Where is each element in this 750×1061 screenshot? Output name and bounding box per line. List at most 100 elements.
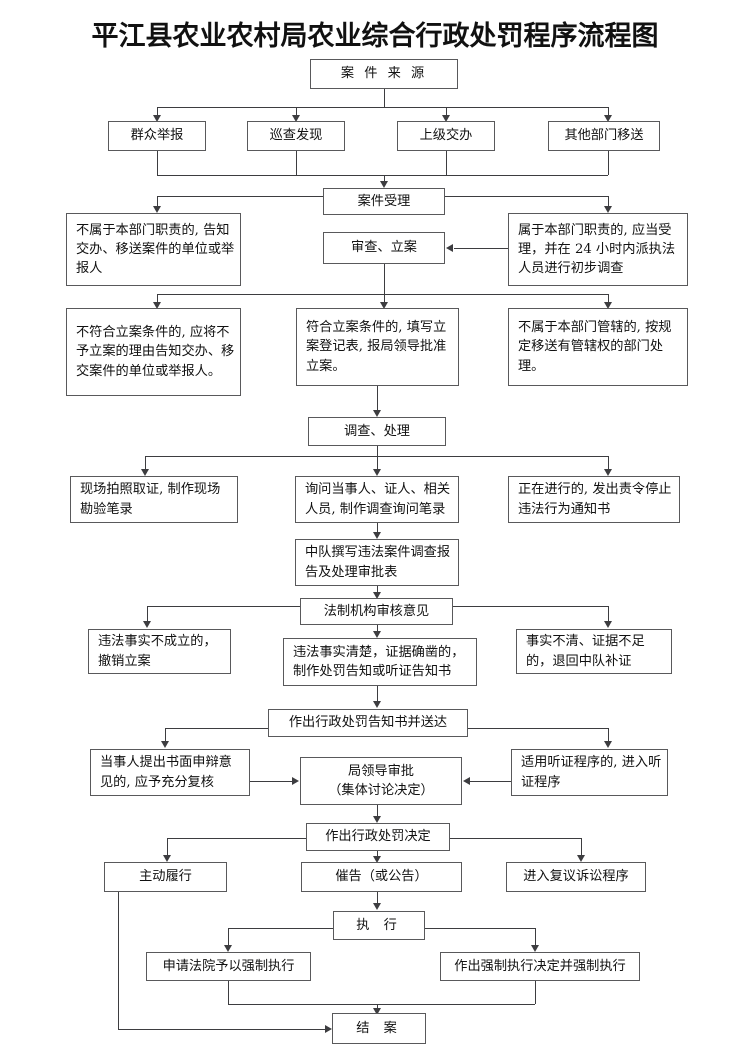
node-penalty-notice-served-label: 作出行政处罚告知书并送达 <box>288 715 448 731</box>
node-case-source: 案 件 来 源 <box>310 59 458 89</box>
connector-enforce-merge-down <box>377 1004 378 1010</box>
node-inquiry-record-label: 询问当事人、证人、相关人员, 制作调查询问笔录 <box>305 482 451 517</box>
node-violation-not-established: 违法事实不成立的，撤销立案 <box>88 629 231 674</box>
node-apply-court-enforcement: 申请法院予以强制执行 <box>146 952 311 981</box>
node-superior-assign-label: 上级交办 <box>419 128 473 144</box>
connector-legal-mid-down <box>377 625 378 633</box>
node-is-department-duty-label: 属于本部门职责的, 应当受理，并在 24 小时内派执法人员进行初步调查 <box>518 222 676 277</box>
node-not-jurisdiction: 不属于本部门管辖的, 按规定移送有管辖权的部门处理。 <box>508 308 688 386</box>
arrow-established <box>372 631 381 638</box>
node-is-department-duty: 属于本部门职责的, 应当受理，并在 24 小时内派执法人员进行初步调查 <box>508 213 688 286</box>
connector-notice-right <box>468 728 608 729</box>
node-violation-not-established-label: 违法事实不成立的，撤销立案 <box>98 634 217 669</box>
node-superior-assign: 上级交办 <box>397 121 495 151</box>
node-scene-photo-evidence: 现场拍照取证, 制作现场勘验笔录 <box>70 476 238 523</box>
node-case-source-label: 案 件 来 源 <box>340 66 428 82</box>
node-investigation-handling: 调查、处理 <box>308 417 446 446</box>
arrow-hearing <box>603 741 612 748</box>
arrow-voluntary <box>162 855 171 862</box>
node-investigation-handling-label: 调查、处理 <box>344 423 410 439</box>
connector-legal-left <box>147 606 300 607</box>
node-penalty-decision: 作出行政处罚决定 <box>306 823 450 851</box>
arrow-decision <box>372 816 381 823</box>
node-urge-or-announce-label: 催告（或公告） <box>335 869 428 885</box>
node-legal-review-opinion: 法制机构审核意见 <box>300 598 453 625</box>
connector-court-down <box>228 981 229 1004</box>
connector-execute-right <box>425 928 535 929</box>
page-title: 平江县农业农村局农业综合行政处罚程序流程图 <box>91 21 659 52</box>
arrow-photo <box>140 469 149 476</box>
node-facts-insufficient-label: 事实不清、证据不足的，退回中队补证 <box>526 634 645 669</box>
node-public-report: 群众举报 <box>108 121 206 151</box>
node-public-report-label: 群众举报 <box>130 128 184 144</box>
node-meets-filing-label: 符合立案条件的, 填写立案登记表, 报局领导批准立案。 <box>306 320 447 374</box>
node-reconsideration-litigation: 进入复议诉讼程序 <box>506 862 646 892</box>
node-review-and-file-label: 审查、立案 <box>351 240 417 256</box>
connector-legal-left-down <box>147 606 148 623</box>
node-reconsideration-litigation-label: 进入复议诉讼程序 <box>523 869 629 885</box>
connector-legal-right-down <box>608 606 609 623</box>
node-other-dept-transfer-label: 其他部门移送 <box>564 128 644 144</box>
node-patrol-discovery: 巡查发现 <box>247 121 345 151</box>
node-ongoing-stop-notice-label: 正在进行的, 发出责令停止违法行为通知书 <box>518 482 672 517</box>
node-case-closed: 结 案 <box>332 1013 426 1044</box>
connector-decision-left <box>167 838 306 839</box>
node-leader-approval-sublabel: （集体讨论决定） <box>328 783 434 798</box>
connector-drop-notjuris <box>608 294 609 303</box>
node-violation-established: 违法事实清楚，证据确凿的，制作处罚告知或听证告知书 <box>283 638 477 686</box>
connector-notice-right-down <box>608 728 609 743</box>
arrow-other <box>603 115 612 122</box>
node-ongoing-stop-notice: 正在进行的, 发出责令停止违法行为通知书 <box>508 476 680 523</box>
node-patrol-discovery-label: 巡查发现 <box>269 128 323 144</box>
connector-accept-right <box>445 196 608 197</box>
connector-execute-left-down <box>228 928 229 947</box>
connector-review-down <box>384 264 385 294</box>
node-compulsory-enforcement-label: 作出强制执行决定并强制执行 <box>454 958 626 974</box>
node-apply-court-enforcement-label: 申请法院予以强制执行 <box>162 958 295 974</box>
connector-merge-bus <box>157 175 608 176</box>
arrow-not-established <box>142 621 151 628</box>
connector-merge-down <box>384 175 385 182</box>
connector-drop-public <box>157 107 158 116</box>
connector-drop-photo <box>145 456 146 470</box>
connector-execute-left <box>228 928 333 929</box>
connector-review-bus <box>157 294 608 295</box>
arrow-voluntary-to-close <box>325 1024 332 1033</box>
node-review-and-file: 审查、立案 <box>323 232 445 264</box>
connector-accept-right-down <box>608 196 609 207</box>
arrow-team-report <box>372 532 381 539</box>
arrow-not-qualify <box>152 302 161 309</box>
node-penalty-decision-label: 作出行政处罚决定 <box>325 829 431 845</box>
node-party-written-defense-label: 当事人提出书面申辩意见的, 应予充分复核 <box>100 755 232 790</box>
node-not-department-duty-label: 不属于本部门职责的, 告知交办、移送案件的单位或举报人 <box>76 222 235 277</box>
arrow-not-duty <box>152 206 161 213</box>
node-not-jurisdiction-label: 不属于本部门管辖的, 按规定移送有管辖权的部门处理。 <box>518 320 672 374</box>
connector-invest-bus <box>145 456 608 457</box>
connector-urge-down <box>377 892 378 905</box>
node-legal-review-opinion-label: 法制机构审核意见 <box>323 603 430 619</box>
arrow-not-jurisdiction <box>603 302 612 309</box>
node-party-written-defense: 当事人提出书面申辩意见的, 应予充分复核 <box>90 749 250 796</box>
connector-defense-to-approval <box>250 781 292 782</box>
node-voluntary-performance: 主动履行 <box>104 862 227 892</box>
connector-drop-notqualify <box>157 294 158 303</box>
arrow-notice-served <box>372 701 381 708</box>
node-case-closed-label: 结 案 <box>356 1020 402 1036</box>
node-compulsory-enforcement: 作出强制执行决定并强制执行 <box>440 952 640 981</box>
connector-enforce-merge <box>228 1004 535 1005</box>
connector-notice-left-down <box>165 728 166 743</box>
arrow-insufficient <box>603 621 612 628</box>
node-meets-filing: 符合立案条件的, 填写立案登记表, 报局领导批准立案。 <box>296 308 459 386</box>
connector-accept-left-down <box>157 196 158 207</box>
arrow-legal-review <box>372 592 381 599</box>
connector-accept-left <box>157 196 323 197</box>
connector-drop-superior <box>446 107 447 116</box>
node-case-acceptance: 案件受理 <box>323 188 445 215</box>
arrow-superior <box>441 115 450 122</box>
node-scene-photo-evidence-label: 现场拍照取证, 制作现场勘验笔录 <box>80 482 221 517</box>
arrow-defense <box>160 741 169 748</box>
node-voluntary-performance-label: 主动履行 <box>139 869 192 885</box>
arrow-investigate <box>372 410 381 417</box>
node-execution-label: 执 行 <box>356 917 402 933</box>
